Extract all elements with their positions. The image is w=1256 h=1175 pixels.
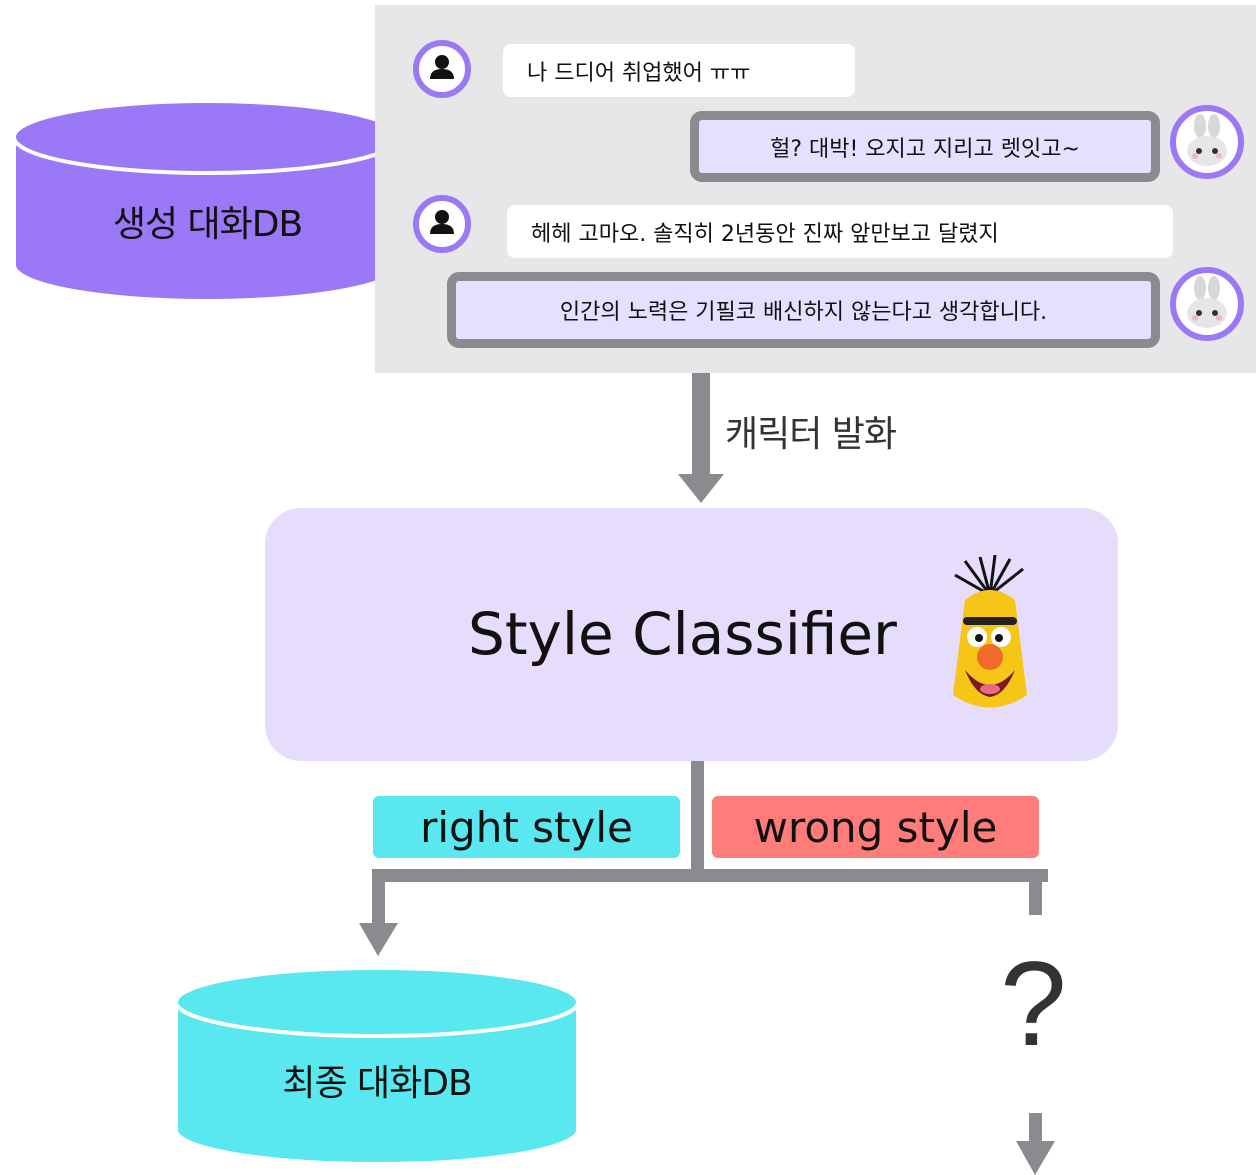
- arrowhead-unknown: [1016, 1141, 1055, 1175]
- classifier-label: Style Classifier: [468, 600, 897, 668]
- unknown-outcome-mark: ?: [1000, 937, 1067, 1071]
- bunny-face-icon: [1187, 276, 1227, 328]
- person-icon: [430, 210, 454, 234]
- user-avatar: [413, 40, 471, 98]
- source-db-label: 생성 대화DB: [112, 204, 303, 245]
- dash-segment: [1029, 869, 1042, 915]
- arrow-shaft-right-branch: [372, 869, 385, 927]
- arrowhead-to-classifier: [678, 474, 724, 503]
- cylinder-shape: [174, 966, 580, 1166]
- source-db-cylinder: 생성 대화DB: [10, 95, 405, 305]
- user-message-2: 헤헤 고마오. 솔직히 2년동안 진짜 앞만보고 달렸지: [507, 205, 1173, 258]
- person-icon: [430, 55, 454, 79]
- character-message-1: 헐? 대박! 오지고 지리고 렛잇고~: [690, 111, 1160, 182]
- character-avatar: [1170, 267, 1244, 341]
- bert-puppet-icon: [953, 555, 1027, 708]
- right-style-tag: right style: [373, 796, 680, 858]
- character-message-2: 인간의 노력은 기필코 배신하지 않는다고 생각합니다.: [447, 272, 1160, 348]
- arrow-shaft-classifier-down: [691, 761, 704, 881]
- final-db-label: 최종 대화DB: [282, 1063, 472, 1104]
- branch-split-line: [372, 869, 1048, 882]
- dash-segment: [1029, 1113, 1042, 1143]
- bunny-face-icon: [1187, 114, 1227, 166]
- user-avatar: [413, 195, 471, 253]
- cylinder-shape: [12, 99, 402, 303]
- final-db-cylinder: 최종 대화DB: [172, 962, 582, 1172]
- edge-label: 캐릭터 발화: [725, 414, 897, 455]
- arrowhead-to-final-db: [359, 923, 398, 956]
- user-message-1: 나 드디어 취업했어 ㅠㅠ: [503, 44, 855, 97]
- arrow-shaft-chat-to-classifier: [692, 350, 710, 478]
- character-avatar: [1170, 105, 1244, 179]
- wrong-style-tag: wrong style: [712, 796, 1039, 858]
